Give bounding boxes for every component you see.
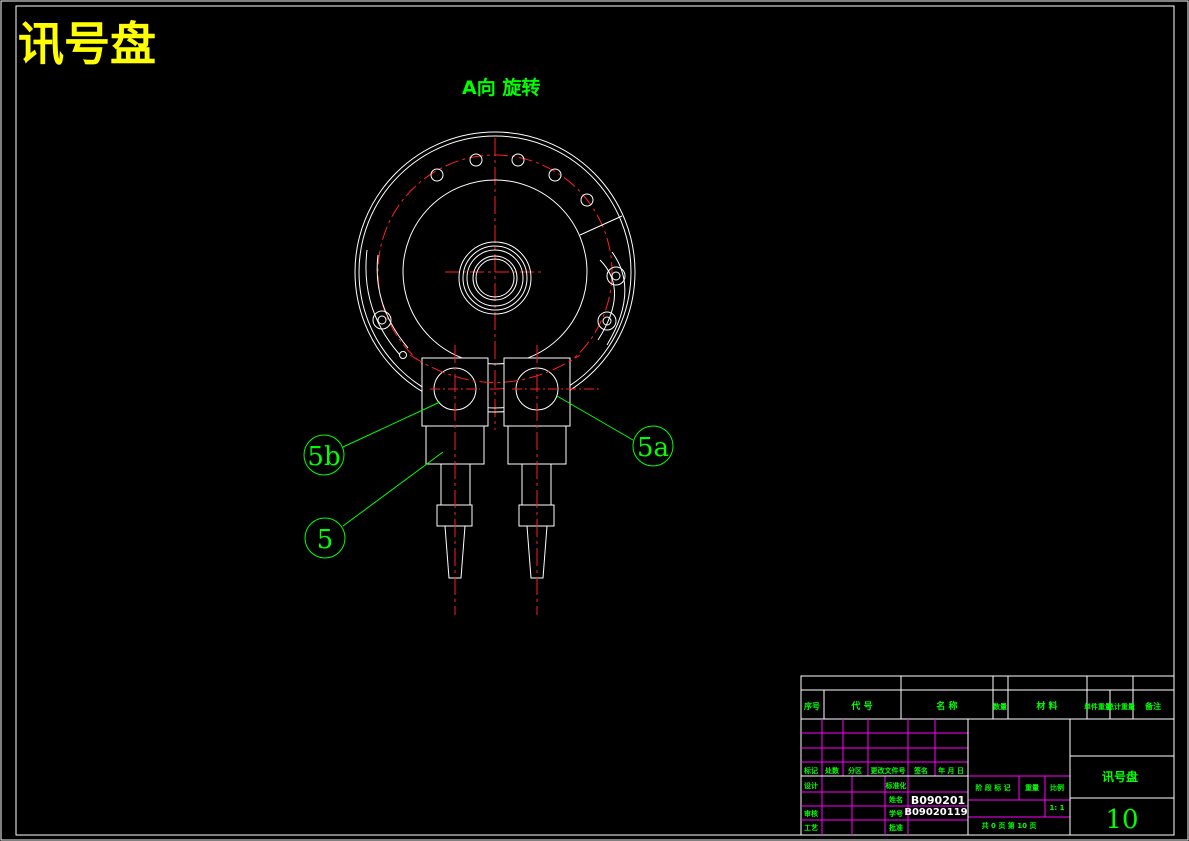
- right-slot: [597, 259, 615, 341]
- callout-5b: 5b: [303, 401, 441, 476]
- field-sheets: 共 0 页 第 10 页: [982, 821, 1037, 830]
- field-weight-label: 重量: [1025, 783, 1039, 792]
- slot-pin-left: [372, 310, 392, 330]
- field-student-id-value: B09020119: [904, 807, 967, 818]
- bom-header-unit-weight: 单件重量: [1084, 702, 1112, 711]
- slot-pin-right-top: [606, 266, 626, 286]
- outer-ring: [354, 131, 636, 413]
- field-scale-label: 比例: [1050, 783, 1064, 792]
- hub-ring-4: [472, 255, 518, 301]
- hub-ring-2: [462, 245, 528, 311]
- bolt-hole: [580, 193, 594, 207]
- callout-5a: 5a: [556, 395, 674, 467]
- bolt-hole-small: [399, 351, 407, 359]
- slot-pin-right-bottom-inner: [602, 316, 612, 326]
- slot-pin-left-inner: [377, 315, 387, 325]
- rev-mark: 标记: [803, 766, 818, 775]
- bom-header-name: 名 称: [936, 700, 957, 712]
- role-standardization: 标准化: [885, 781, 907, 790]
- bom-header-total-weight: 总计重量: [1107, 702, 1135, 711]
- outer-ring-inner-edge: [358, 135, 632, 409]
- callout-5a-label: 5a: [637, 433, 669, 463]
- bom-header-qty: 数量: [993, 702, 1007, 711]
- field-scale-value: 1: 1: [1050, 804, 1065, 812]
- view-label: A向 旋转: [462, 76, 540, 99]
- rev-date: 年 月 日: [938, 766, 964, 775]
- role-reviewer: 审核: [804, 809, 818, 818]
- bom-header-material: 材 料: [1035, 700, 1057, 712]
- role-approve: 批准: [889, 823, 903, 832]
- hub-ring-3: [466, 249, 524, 307]
- rev-sign: 签名: [913, 766, 928, 775]
- rev-count: 处数: [824, 766, 840, 775]
- pitch-circle-lower-arc: [409, 354, 581, 383]
- callout-5b-label: 5b: [307, 442, 340, 472]
- drawing-number: 10: [1105, 805, 1138, 835]
- right-slot-inner: [606, 251, 626, 346]
- role-process: 工艺: [804, 823, 818, 832]
- bom-header-remarks: 备注: [1144, 701, 1161, 711]
- rev-doc-no: 更改文件号: [871, 766, 906, 775]
- bom-header-seq: 序号: [804, 701, 820, 711]
- field-stage-label: 阶 段 标 记: [975, 783, 1010, 792]
- title-block: 序号 代 号 名 称 数量 材 料 单件重量 总计重量 备注: [800, 675, 1175, 836]
- bolt-hole: [469, 153, 483, 167]
- hub-ring-5: [475, 258, 515, 298]
- section-mark-line: [579, 215, 623, 236]
- sheet-title: 讯号盘: [18, 17, 156, 71]
- drawing-name: 讯号盘: [1102, 769, 1138, 784]
- field-class-value: B090201: [911, 794, 965, 807]
- field-student-id-label: 学号: [889, 809, 903, 818]
- slot-pin-right-top-inner: [611, 271, 621, 281]
- inner-bore: [402, 179, 588, 365]
- bolt-hole: [430, 168, 444, 182]
- bom-header-code: 代 号: [850, 700, 872, 712]
- revision-grid: [801, 719, 1070, 835]
- sheet-border-inner: [15, 5, 1175, 836]
- callout-5-label: 5: [317, 525, 334, 555]
- rev-zone: 分区: [848, 766, 862, 775]
- left-slot: [365, 249, 401, 356]
- field-name-label: 姓名: [888, 795, 903, 804]
- slot-pin-right-bottom: [597, 311, 617, 331]
- bolt-hole: [548, 168, 562, 182]
- pitch-circle: [377, 154, 613, 390]
- hub-ring-1: [458, 241, 532, 315]
- role-designer: 设计: [804, 781, 818, 790]
- bolt-hole: [511, 153, 525, 167]
- left-slot-inner: [376, 254, 409, 349]
- callout-5: 5: [304, 451, 444, 559]
- signal-disk-part: [354, 131, 636, 615]
